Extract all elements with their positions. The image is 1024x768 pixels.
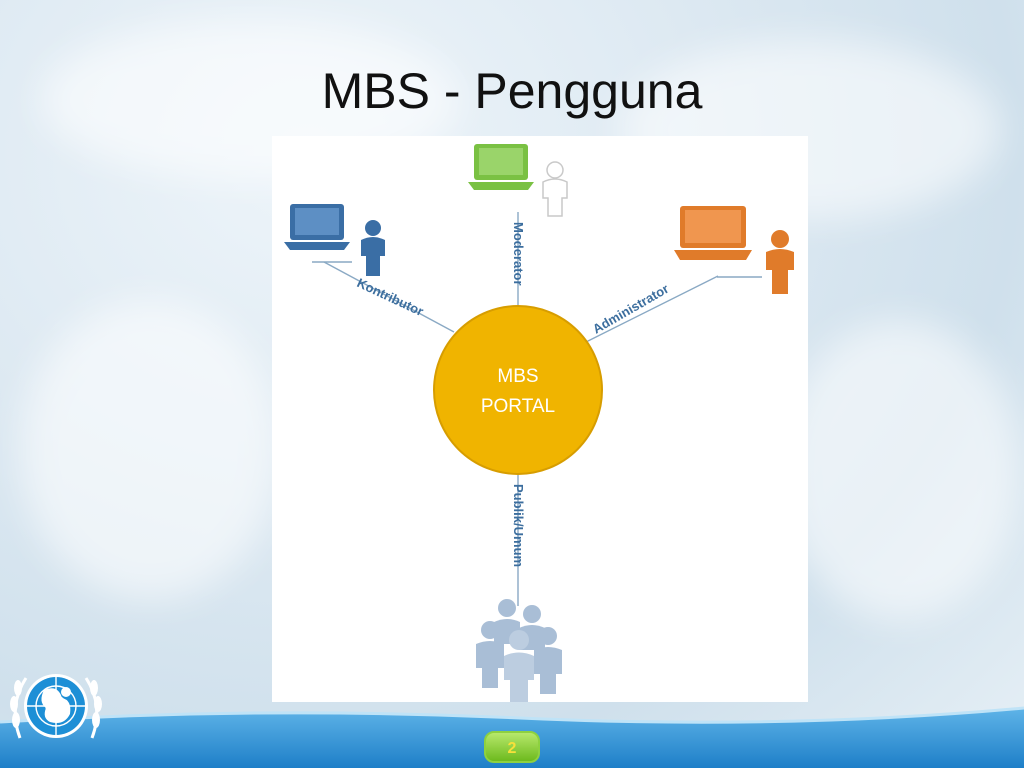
role-label-moderator: Moderator (511, 222, 526, 286)
portal-label-line1: MBS (497, 366, 538, 387)
page-number-badge: 2 (484, 731, 540, 763)
role-label-administrator: Administrator (590, 281, 671, 337)
laptop-icon (468, 144, 534, 190)
slide-title: MBS - Pengguna (321, 63, 703, 119)
user-icon (361, 220, 385, 276)
background-cloud (20, 300, 280, 600)
public-group-icon (476, 599, 562, 702)
connector-contributor (323, 261, 455, 333)
diagram-panel: Kontributor Moderator Administrator Publ… (272, 136, 808, 702)
moderator-node (468, 144, 568, 217)
portal-node: MBS PORTAL (433, 305, 603, 475)
user-icon (766, 230, 794, 294)
contributor-node (284, 204, 385, 276)
laptop-icon (674, 206, 752, 260)
organization-logo (10, 674, 102, 739)
background-cloud (780, 320, 1020, 620)
portal-user-diagram: Kontributor Moderator Administrator Publ… (284, 144, 794, 702)
role-label-contributor: Kontributor (355, 275, 426, 319)
connector-administrator (585, 275, 719, 343)
connector-lines (312, 212, 762, 606)
user-icon (542, 161, 568, 217)
laptop-icon (284, 204, 350, 250)
role-label-public: Publik/Umum (511, 484, 526, 567)
administrator-node (674, 206, 794, 294)
portal-label-line2: PORTAL (481, 396, 555, 417)
portal-circle (433, 305, 603, 475)
